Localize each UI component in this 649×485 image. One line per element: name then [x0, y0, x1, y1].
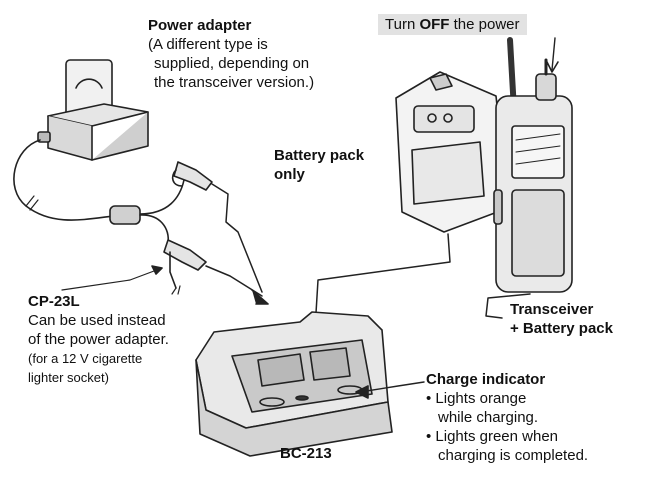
- charge-indicator-label: Charge indicator • Lights orange while c…: [426, 370, 588, 465]
- dc-plug-lower: [163, 239, 207, 295]
- cp23l-line-3: (for a 12 V cigarette: [28, 351, 143, 366]
- cp23l-label: CP-23L Can be used instead of the power …: [28, 292, 169, 387]
- cp23l-line-2: of the power adapter.: [28, 331, 169, 348]
- charge-indicator-pointer: [359, 381, 425, 393]
- power-notice-emphasis: OFF: [419, 16, 450, 33]
- dc-plug-upper: [171, 161, 213, 191]
- power-adapter-note-1: (A different type is: [148, 36, 268, 53]
- charge-indicator-item-2-line-2: charging is completed.: [438, 447, 589, 464]
- power-adapter-note-2: supplied, depending on: [154, 55, 310, 72]
- power-notice-suffix: the power: [449, 16, 520, 33]
- power-adapter-illustration: [37, 59, 149, 161]
- power-adapter-note-3: the transceiver version.): [154, 74, 315, 91]
- transceiver-label: Transceiver + Battery pack: [510, 300, 613, 338]
- power-adapter-label: Power adapter (A different type is suppl…: [148, 16, 314, 92]
- battery-only-label: Battery pack only: [274, 146, 364, 184]
- charge-indicator-item-2-line-1: • Lights green when: [426, 428, 559, 445]
- cp23l-line-1: Can be used instead: [28, 312, 166, 329]
- power-adapter-title: Power adapter: [148, 17, 252, 34]
- charger-model-label: BC-213: [280, 445, 332, 462]
- power-notice-prefix: Turn: [385, 16, 420, 33]
- battery-only-line-2: only: [274, 166, 305, 183]
- charge-indicator-item-1-line-2: while charging.: [438, 409, 539, 426]
- cp23l-title: CP-23L: [28, 293, 80, 310]
- power-off-notice: Turn OFF the power: [378, 14, 527, 35]
- cp23l-pointer: [61, 267, 163, 291]
- charge-indicator-title: Charge indicator: [426, 371, 546, 388]
- cable-to-charger: [211, 183, 263, 293]
- charger-illustration: [195, 311, 393, 457]
- transceiver-illustration: [493, 37, 573, 293]
- transceiver-insertion-line: [485, 293, 531, 319]
- charge-indicator-item-1-line-1: • Lights orange: [426, 390, 527, 407]
- transceiver-line-2: + Battery pack: [510, 320, 613, 337]
- transceiver-line-1: Transceiver: [510, 301, 594, 318]
- battery-only-line-1: Battery pack: [274, 147, 365, 164]
- ferrite-core: [109, 205, 141, 225]
- cp23l-line-4: lighter socket): [28, 370, 109, 385]
- battery-pack-illustration: [395, 71, 509, 233]
- adapter-cable: [13, 139, 185, 221]
